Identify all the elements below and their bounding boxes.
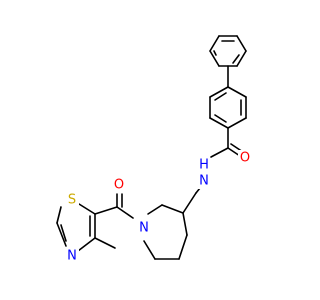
atom-label-nitrogen: N <box>139 221 149 236</box>
bond <box>209 117 229 129</box>
bond <box>209 86 229 98</box>
atom-labels: O N H O N S N <box>65 150 252 264</box>
bond <box>182 212 188 236</box>
bond <box>209 35 220 52</box>
bond <box>210 147 229 158</box>
bond <box>182 192 197 214</box>
bond <box>236 35 247 52</box>
atom-label-sulfur: S <box>68 193 76 208</box>
atom-label-nitrogen: N <box>67 249 77 264</box>
bond <box>161 204 184 214</box>
bond <box>214 114 227 123</box>
bond <box>56 206 62 224</box>
bonds <box>56 35 247 260</box>
bond <box>116 206 134 219</box>
bond <box>227 86 247 98</box>
atom-label-oxygen: O <box>240 151 250 166</box>
atom-label-oxygen: O <box>114 178 124 193</box>
bond <box>78 203 96 215</box>
molecule-structure-diagram: O N H O N S N <box>56 35 252 264</box>
bond <box>232 54 240 64</box>
bond <box>209 50 220 67</box>
atom-label-hydrogen: H <box>199 158 209 173</box>
bond <box>147 204 163 215</box>
bond <box>213 50 217 56</box>
bond <box>143 240 156 260</box>
bond <box>178 234 188 260</box>
atom-label-nitrogen: N <box>199 174 209 189</box>
bond <box>56 222 67 247</box>
bond <box>60 224 67 242</box>
bond <box>214 92 227 101</box>
bond <box>236 50 247 67</box>
bond <box>94 206 118 215</box>
bond <box>94 237 116 249</box>
bond <box>77 237 96 252</box>
bond <box>227 117 247 129</box>
